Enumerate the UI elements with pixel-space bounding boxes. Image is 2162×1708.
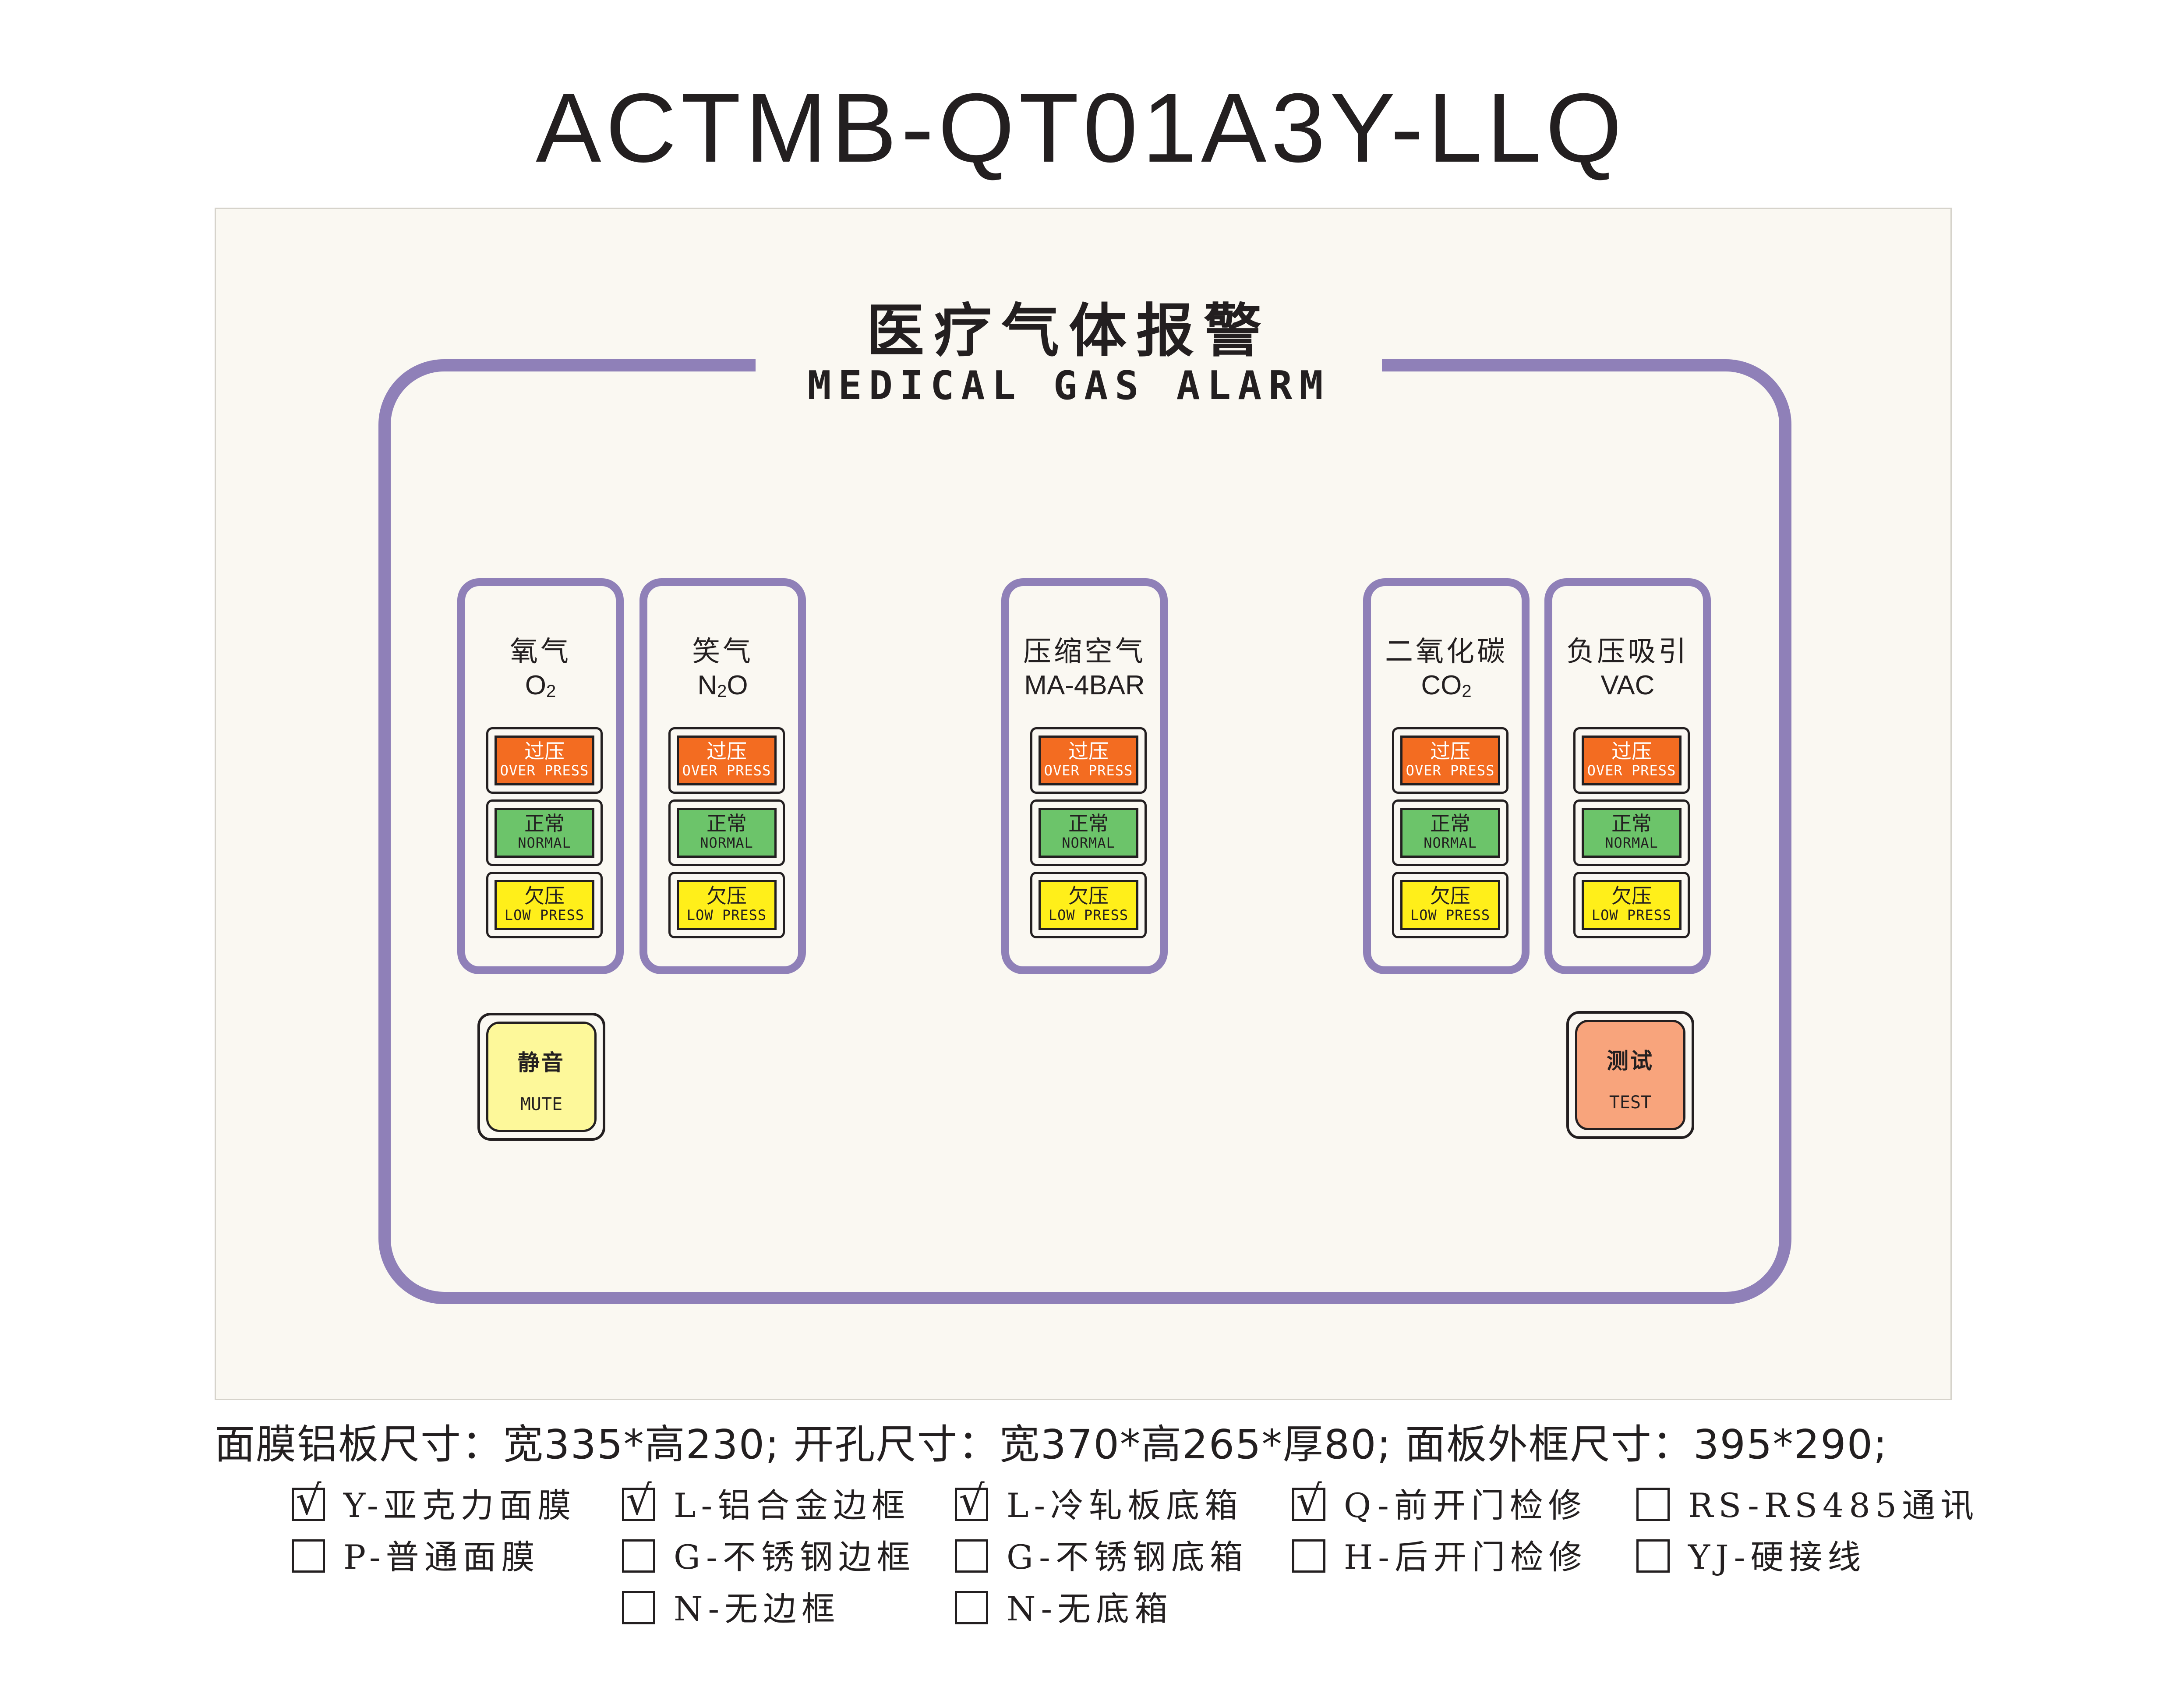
module-name-en: VAC [1600,670,1655,700]
checkbox[interactable]: √ [622,1480,655,1521]
title-gap [756,337,1382,421]
checkbox[interactable]: √ [955,1480,988,1521]
mute-label-en: MUTE [520,1094,563,1114]
panel-title-cn: 医疗气体报警 [866,297,1271,365]
checkbox[interactable] [622,1591,655,1624]
checkbox[interactable] [955,1539,988,1573]
check-mark-icon: √ [626,1477,652,1524]
checkbox[interactable] [955,1591,988,1624]
checkbox[interactable] [1292,1539,1325,1573]
module-name-cn: 笑气 [692,636,753,668]
test-label-cn: 测试 [1607,1048,1654,1074]
module-name-en: N2O [697,670,748,701]
module-name-cn: 压缩空气 [1023,636,1146,668]
module-name-cn: 二氧化碳 [1385,636,1508,668]
test-button[interactable]: 测试 TEST [1566,1011,1694,1139]
mute-button[interactable]: 静音 MUTE [477,1013,605,1141]
check-mark-icon: √ [1296,1477,1322,1524]
dimensions-spec: 面膜铝板尺寸：宽335*高230; 开孔尺寸：宽370*高265*厚80; 面板… [215,1421,1888,1468]
checkbox[interactable] [1636,1539,1670,1573]
check-mark-icon: √ [296,1477,321,1524]
model-number: ACTMB-QT01A3Y-LLQ [536,73,1626,183]
mute-label-cn: 静音 [518,1050,565,1075]
checkbox[interactable]: √ [1292,1480,1325,1521]
checkbox[interactable] [622,1539,655,1573]
checkbox[interactable] [1636,1488,1670,1521]
check-mark-icon: √ [959,1477,985,1524]
module-name-en: MA-4BAR [1024,670,1145,700]
checkbox[interactable] [292,1539,325,1573]
module-name-en: O2 [525,670,556,701]
panel-title-en: MEDICAL GAS ALARM [807,363,1330,409]
checkbox[interactable]: √ [292,1480,325,1521]
test-label-en: TEST [1609,1093,1652,1113]
module-name-cn: 氧气 [510,636,571,668]
module-name-cn: 负压吸引 [1566,636,1689,668]
module-name-en: CO2 [1421,670,1472,701]
